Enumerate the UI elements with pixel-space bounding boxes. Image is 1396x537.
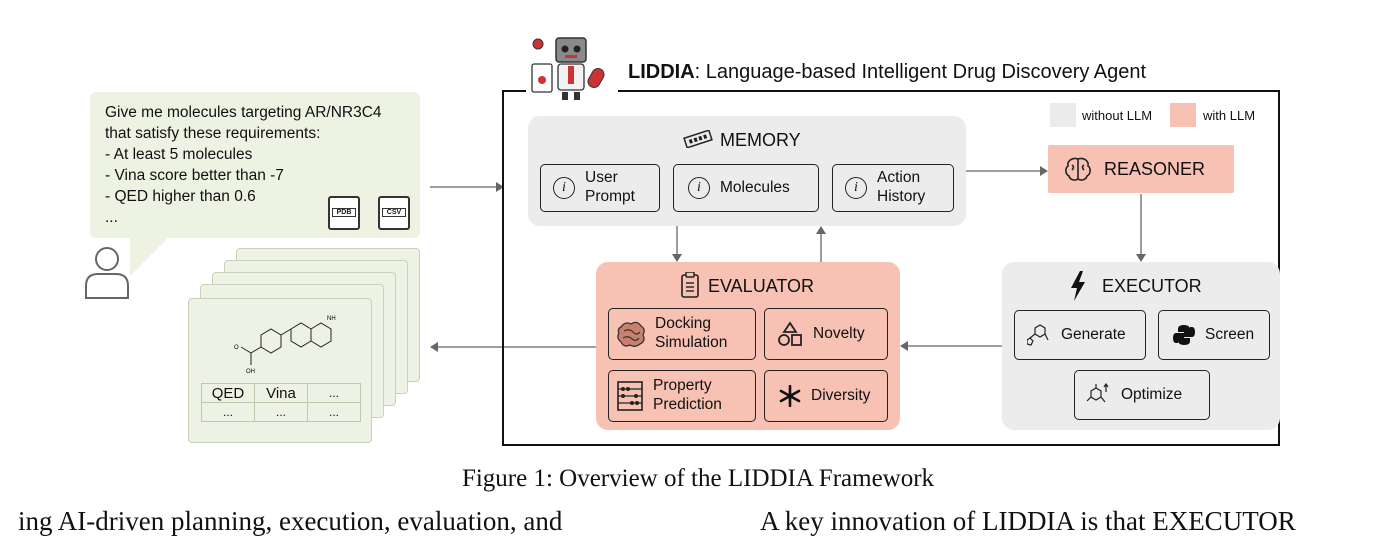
memory-item-label: Prompt: [585, 188, 635, 205]
bubble-tail: [130, 236, 170, 276]
evaluator-item-label: Novelty: [813, 324, 865, 342]
oh-label: OH: [246, 369, 255, 375]
evaluator-item-label: Diversity: [811, 386, 871, 404]
result-card: NH O OH QED Vina ... ... ... ...: [188, 298, 372, 443]
evaluator-diversity: Diversity: [764, 370, 888, 422]
evaluator-item-label: Simulation: [655, 334, 728, 351]
figure-caption: Figure 1: Overview of the LIDDIA Framewo…: [461, 465, 935, 492]
pdb-file-icon: PDB: [328, 196, 360, 230]
arrow-memory-to-evaluator: [672, 226, 682, 262]
memory-item-label: User: [585, 169, 618, 187]
evaluator-item-label: Property: [653, 377, 712, 395]
legend-swatch-without: [1050, 103, 1076, 127]
robot-logo: [531, 37, 605, 100]
legend-label-without: without LLM: [1082, 108, 1153, 123]
executor-generate: Generate: [1014, 310, 1146, 360]
executor-screen: Screen: [1158, 310, 1270, 360]
reasoner-panel: REASONER: [1048, 145, 1234, 193]
legend-label-with: with LLM: [1203, 108, 1256, 123]
executor-optimize: Optimize: [1074, 370, 1210, 420]
shapes-icon: [778, 321, 802, 346]
clipboard-icon: [681, 272, 699, 298]
table-cell: ...: [307, 402, 361, 422]
o-label: O: [234, 345, 239, 351]
query-line: Give me molecules targeting AR/NR3C4: [105, 104, 382, 121]
python-icon: [1173, 325, 1195, 345]
csv-file-icon: CSV: [378, 196, 410, 230]
memory-molecules: i Molecules: [673, 164, 819, 212]
user-icon: [85, 247, 129, 299]
arrow-executor-to-evaluator: [900, 341, 1002, 351]
info-icon: i: [688, 177, 710, 199]
arrow-memory-to-reasoner: [966, 166, 1048, 176]
query-line: ...: [105, 209, 118, 226]
evaluator-item-label: Docking: [655, 315, 711, 333]
memory-chip-icon: [683, 130, 713, 148]
table-header-vina: Vina: [254, 383, 308, 403]
table-cell: ...: [254, 402, 308, 422]
brain-icon: [1065, 157, 1091, 181]
arrow-query-to-framework: [430, 182, 504, 192]
executor-item-label: Optimize: [1121, 385, 1183, 403]
query-line: - Vina score better than -7: [105, 167, 284, 184]
table-cell: ...: [201, 402, 255, 422]
executor-title: EXECUTOR: [1102, 276, 1202, 296]
arrow-reasoner-to-executor: [1136, 194, 1146, 262]
table-header-more: ...: [307, 383, 361, 403]
query-line: - QED higher than 0.6: [105, 188, 256, 205]
results-table: QED Vina ... ... ... ...: [201, 383, 361, 422]
table-header-qed: QED: [201, 383, 255, 403]
legend-swatch-with: [1170, 103, 1196, 127]
body-text-right: A key innovation of LIDDIA is that EXECU…: [760, 506, 1296, 536]
pdb-file-label: PDB: [332, 208, 356, 217]
executor-item-label: Screen: [1205, 325, 1255, 343]
arrow-evaluator-to-memory: [816, 226, 826, 262]
query-line: that satisfy these requirements:: [105, 125, 321, 142]
executor-panel: EXECUTOR Generate Screen Optimize: [1002, 262, 1280, 430]
executor-item-label: Generate: [1061, 325, 1126, 343]
framework-title-rest: : Language-based Intelligent Drug Discov…: [694, 61, 1147, 83]
framework-title: LIDDIA: Language-based Intelligent Drug …: [628, 61, 1146, 84]
asterisk-icon: [779, 385, 801, 407]
nh-label: NH: [327, 316, 336, 322]
arrow-evaluator-to-results: [430, 342, 596, 352]
framework-box: [502, 90, 1280, 446]
abacus-icon: [617, 381, 643, 411]
framework-title-name: LIDDIA: [628, 61, 695, 83]
body-text-left: ing AI-driven planning, execution, evalu…: [18, 506, 563, 536]
molecule-structure: NH O OH: [234, 316, 336, 375]
info-icon: i: [553, 177, 575, 199]
lightning-icon: [1071, 271, 1085, 301]
evaluator-item-label: Prediction: [653, 396, 722, 413]
memory-item-label: Molecules: [720, 178, 790, 196]
evaluator-title: EVALUATOR: [708, 276, 815, 296]
molecule-optimize-icon: [1086, 383, 1109, 403]
memory-item-label: History: [877, 188, 926, 205]
reasoner-title: REASONER: [1104, 159, 1206, 179]
memory-title: MEMORY: [720, 130, 801, 150]
query-bubble: Give me molecules targeting AR/NR3C4 tha…: [90, 92, 420, 238]
info-icon: i: [845, 177, 867, 199]
query-line: - At least 5 molecules: [105, 146, 253, 163]
csv-file-label: CSV: [382, 208, 406, 217]
evaluator-novelty: Novelty: [764, 308, 888, 360]
molecule-generate-icon: [1027, 324, 1049, 346]
protein-docking-icon: [617, 321, 645, 347]
memory-item-label: Action: [877, 169, 921, 187]
